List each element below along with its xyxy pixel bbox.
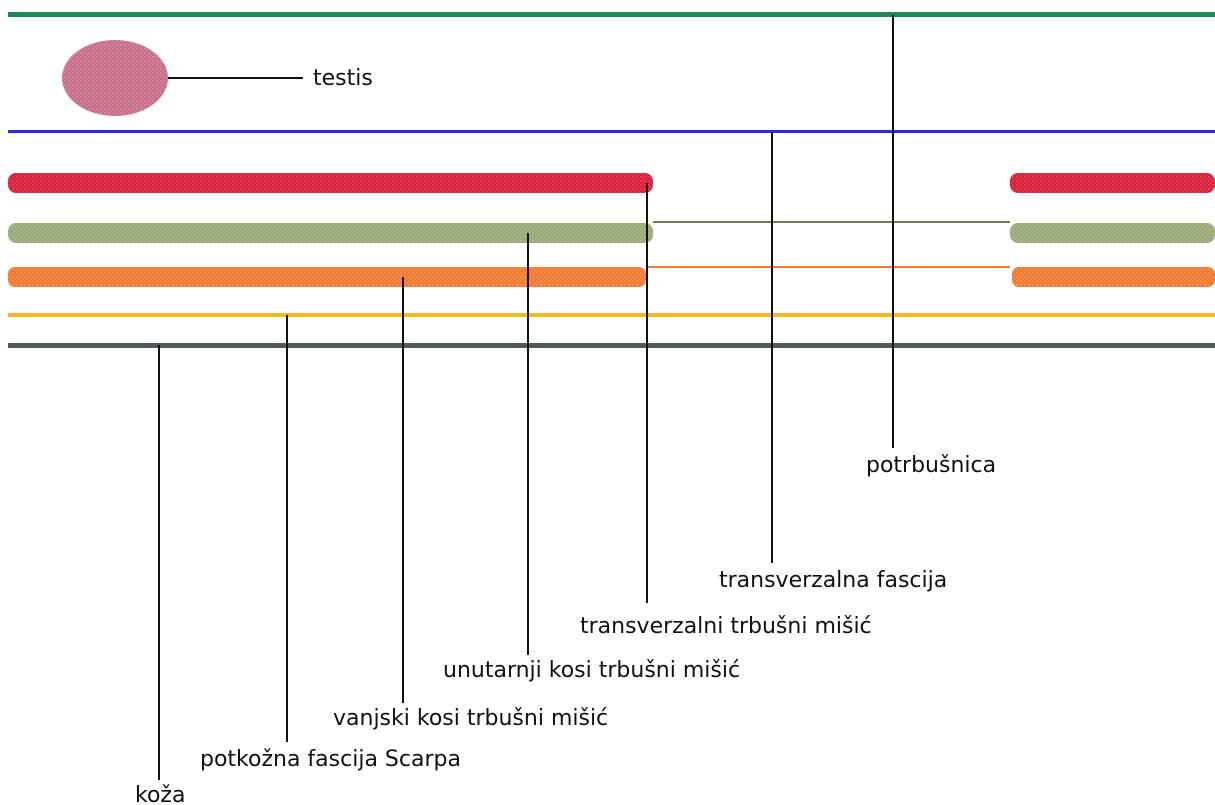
testis-label: testis [313,66,373,91]
scarpa-label: potkožna fascija Scarpa [200,747,461,772]
peritoneum-layer [8,12,1215,17]
transversalis-fascia-layer [8,130,1215,133]
transverzalni-misic-label: transverzalni trbušni mišić [580,614,872,639]
skin-layer [8,343,1215,348]
transversus-muscle-layer [8,173,1215,193]
external-oblique-layer [8,266,1215,287]
koza-label: koža [135,783,185,805]
potrbusnica-label: potrbušnica [866,453,996,478]
unutarnji-kosi-label: unutarnji kosi trbušni mišić [443,658,740,683]
vanjski-kosi-label: vanjski kosi trbušni mišić [333,706,608,731]
testis-shape [62,40,168,116]
scarpa-fascia-layer [8,313,1215,317]
leader-lines [158,15,894,780]
internal-oblique-layer [8,221,1215,243]
transverzalna-fascija-label: transverzalna fascija [719,568,947,593]
